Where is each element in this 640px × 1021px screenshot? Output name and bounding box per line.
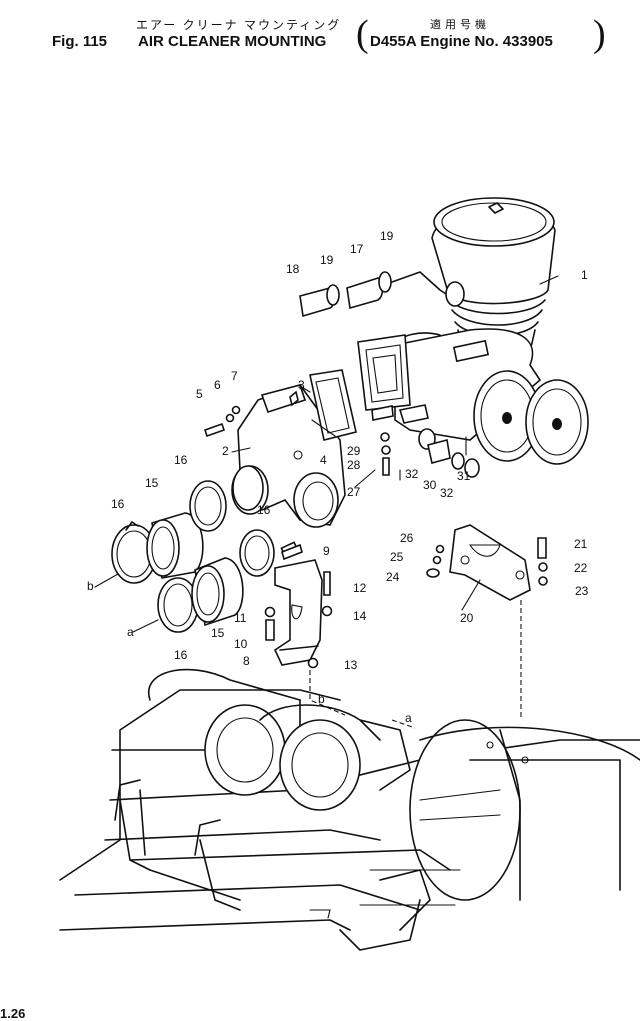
gasket: [309, 369, 357, 441]
assembly-lines: [94, 275, 559, 729]
callout-13: 13: [344, 658, 358, 672]
callout-7: 7: [231, 369, 238, 383]
callout-6: 6: [214, 378, 221, 392]
callout-4: 4: [320, 453, 327, 467]
bracket-20: [449, 524, 531, 601]
page-number: 1.26: [0, 1006, 26, 1021]
callout-32b: 32: [440, 486, 454, 500]
callout-14: 14: [353, 609, 367, 623]
callout-32a: 32: [405, 467, 419, 481]
japanese-title: エアー クリーナ マウンティング: [136, 18, 342, 32]
callout-24: 24: [386, 570, 400, 584]
callout-16a: 16: [174, 453, 188, 467]
callout-16c: 16: [257, 503, 271, 517]
ref-letter-a-left: a: [127, 625, 134, 639]
figure-number: Fig. 115: [52, 33, 108, 50]
figure-title: AIR CLEANER MOUNTING: [138, 33, 327, 50]
callout-19b: 19: [380, 229, 394, 243]
fasteners: [203, 271, 548, 669]
callout-23: 23: [575, 584, 589, 598]
ref-letter-a-engine: a: [405, 711, 412, 725]
callout-2: 2: [222, 444, 229, 458]
callout-20: 20: [460, 611, 474, 625]
callout-1: 1: [581, 268, 588, 282]
callout-15a: 15: [145, 476, 159, 490]
callout-18: 18: [286, 262, 300, 276]
callout-11: 11: [234, 611, 247, 625]
callout-5: 5: [196, 387, 203, 401]
callout-22: 22: [574, 561, 588, 575]
callout-21: 21: [574, 537, 588, 551]
ref-letter-b-engine: b: [318, 692, 325, 706]
callout-17: 17: [350, 242, 364, 256]
callout-29: 29: [347, 444, 361, 458]
callout-9: 9: [323, 544, 330, 558]
hoses-and-clamps: [111, 465, 275, 633]
callout-19a: 19: [320, 253, 334, 267]
callout-10: 10: [234, 637, 248, 651]
japanese-applicability-label: 適用号機: [430, 19, 490, 31]
callout-8: 8: [243, 654, 250, 668]
callout-12: 12: [353, 581, 367, 595]
clamp-16b: [189, 480, 227, 532]
applicability-paren-close: ): [593, 13, 606, 55]
applicability-paren-open: (: [356, 13, 369, 55]
callout-25: 25: [390, 550, 404, 564]
callout-31: 31: [457, 469, 471, 483]
callout-3: 3: [298, 378, 305, 392]
callout-15b: 15: [211, 626, 225, 640]
callout-labels: 1 2 3 4 5 6 7 8 9 10 11 12 13 14 15 15 1…: [87, 229, 589, 725]
ref-letter-b-left: b: [87, 579, 94, 593]
engine-block: [59, 668, 640, 951]
applicability-model-line: D455A Engine No. 433905: [370, 33, 553, 50]
callout-16d: 16: [174, 648, 188, 662]
air-cleaner-assembly: [357, 197, 589, 465]
callout-30: 30: [423, 478, 437, 492]
callout-16b: 16: [111, 497, 125, 511]
callout-28: 28: [347, 458, 361, 472]
callout-26: 26: [400, 531, 414, 545]
support-bracket: [273, 541, 323, 666]
callout-27: 27: [347, 485, 361, 499]
short-hose-17: [346, 277, 384, 310]
